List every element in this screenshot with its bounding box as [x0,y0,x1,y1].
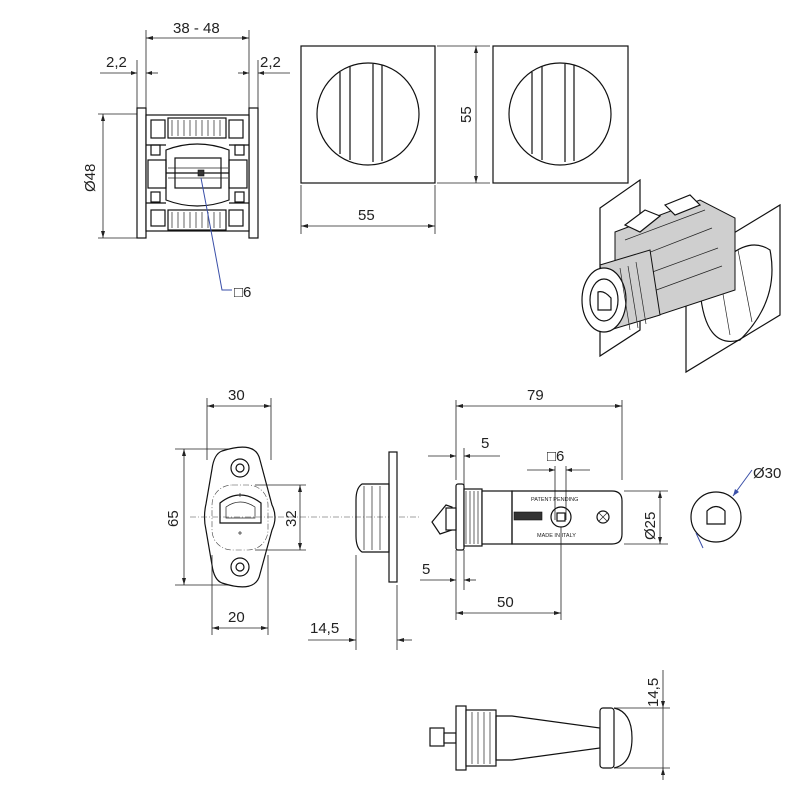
dim-wall-left: 2,2 [106,54,127,71]
strike-side-view: 14,5 [308,451,412,650]
dim-w-20: 20 [228,609,245,626]
dim-diam-25: Ø25 [642,512,659,540]
knob-end-view: Ø30 [690,465,781,549]
strike-plate-view: 30 65 32 20 [165,387,420,635]
dim-len-79: 79 [527,387,544,404]
rosette-front-views: 55 55 [300,45,629,234]
dim-w-30: 30 [228,387,245,404]
label-made-in-italy: MADE IN ITALY [537,533,576,539]
label-square-6-top: □6 [234,284,251,301]
latch-side-view: 79 5 □6 PATENT PENDING MADE IN ITALY [420,387,668,620]
dim-len-50: 50 [497,594,514,611]
dim-off-5-bottom: 5 [422,561,430,578]
isometric-view [581,178,781,374]
dim-diam-48: Ø48 [82,164,99,192]
dim-t-14-5: 14,5 [310,620,339,637]
dim-diam-30: Ø30 [753,465,781,482]
dim-height-55: 55 [458,106,475,123]
dim-off-5-top: 5 [481,435,489,452]
side-section-view: 38 - 48 2,2 2,2 Ø48 [82,20,290,301]
label-square-6-mid: □6 [547,448,564,465]
dim-width-55: 55 [358,207,375,224]
latch-bolt-view: 14,5 [429,670,670,780]
label-patent-pending: PATENT PENDING [531,497,578,503]
dim-h-65: 65 [165,510,182,527]
dim-38-48: 38 - 48 [173,20,220,37]
dim-wall-right: 2,2 [260,54,281,71]
dim-h-32: 32 [283,510,300,527]
dim-h-14-5-right: 14,5 [645,678,662,707]
